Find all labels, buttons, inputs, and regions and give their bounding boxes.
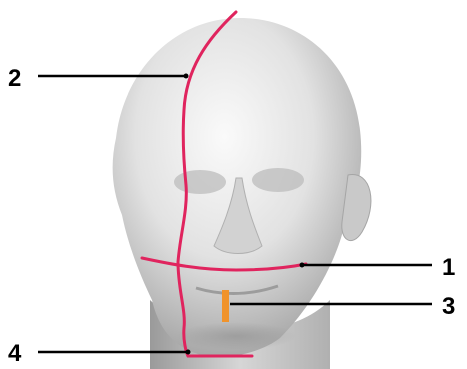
right-eye-socket <box>252 168 304 192</box>
callout-label-4: 4 <box>8 340 22 367</box>
mannequin-head-illustration <box>113 18 371 369</box>
leader-dot-1 <box>300 263 305 268</box>
callout-label-2: 2 <box>8 65 21 92</box>
left-eye-socket <box>174 170 226 194</box>
callout-label-1: 1 <box>442 254 455 281</box>
leader-dot-2 <box>184 74 189 79</box>
leader-dot-4 <box>186 350 191 355</box>
callout-label-3: 3 <box>442 293 455 320</box>
bite-marker <box>222 290 229 322</box>
chin-shadow <box>176 322 296 350</box>
